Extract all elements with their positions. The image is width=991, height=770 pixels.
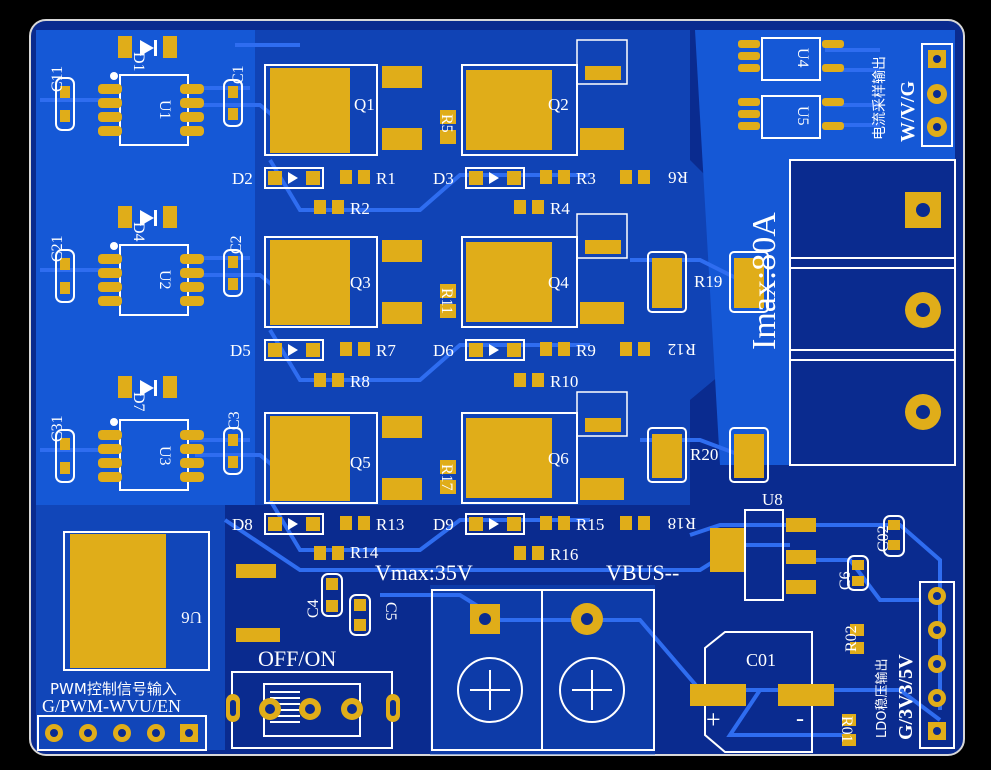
label-d4: D4 [130,222,147,242]
mosfet-row-2: Q3 R11 Q4 D5 R7 R8 D6 R9 R10 R12 R19 [230,213,769,391]
label-c1: C1 [230,65,247,84]
label-c21: C21 [49,235,66,262]
vmax-label: Vmax:35V [375,560,473,585]
vbus-label: VBUS-- [606,560,679,585]
label-q5: Q5 [350,453,371,472]
label-c02: C02 [875,525,892,552]
label-c6: C6 [837,571,854,590]
label-c3: C3 [226,411,243,430]
label-r10: R10 [550,372,578,391]
label-d9: D9 [433,515,454,534]
c01-plus: + [706,705,721,734]
driver-block-3: D7 U3 C31 C3 [49,376,243,491]
label-u1: U1 [156,100,173,120]
current-sense-pins: W/V/G [897,80,919,142]
off-on-label: OFF/ON [258,646,336,671]
label-q3: Q3 [350,273,371,292]
label-d5: D5 [230,341,251,360]
pwm-connector[interactable] [37,715,207,751]
label-q6: Q6 [548,449,569,468]
mosfet-row-1: Q1 R5 Q2 D2 R1 R2 D3 R3 R4 R6 [232,39,688,218]
c01-minus: - [796,706,804,732]
label-r02: R02 [843,625,860,652]
ldo-block: U8 C02 C6 R02 C01 + - R01 LDO稳压输出 G/3V3/… [690,490,955,753]
ldo-pins: G/3V3/5V [895,654,917,740]
power-input-terminal[interactable]: Vmax:35V VBUS-- [375,560,679,751]
label-r17: R17 [438,464,455,491]
label-d3: D3 [433,169,454,188]
ldo-title: LDO稳压输出 [874,659,890,739]
driver-block-2: D4 U2 C21 C2 [49,206,245,316]
phase-output-terminals: Imax:80A [746,159,956,466]
label-c31: C31 [49,415,66,442]
label-q1: Q1 [354,95,375,114]
label-r2: R2 [350,199,370,218]
label-u8: U8 [762,490,783,509]
mosfet-row-3: Q5 R17 Q6 D8 R13 R14 D9 R15 R16 R18 R20 [232,391,769,564]
label-u2: U2 [156,270,173,290]
label-r3: R3 [576,169,596,188]
label-r19: R19 [694,272,722,291]
label-r5: R5 [438,114,455,133]
label-c5: C5 [382,602,399,621]
label-r13: R13 [376,515,404,534]
label-u4: U4 [794,48,811,68]
label-r6: R6 [668,168,688,187]
label-d1: D1 [130,52,147,72]
label-r11: R11 [438,288,455,314]
imax-label: Imax:80A [746,212,783,350]
label-d2: D2 [232,169,253,188]
label-r15: R15 [576,515,604,534]
pwm-title: PWM控制信号输入 [50,680,177,698]
label-r7: R7 [376,341,396,360]
label-d6: D6 [433,341,454,360]
label-r1: R1 [376,169,396,188]
label-q4: Q4 [548,273,569,292]
label-u3: U3 [156,446,173,466]
label-r14: R14 [350,543,379,562]
label-r16: R16 [550,545,578,564]
label-d7: D7 [130,392,147,412]
power-switch[interactable]: OFF/ON [226,646,400,749]
ldo-connector[interactable] [919,581,955,749]
u6-block: U6 C4 C5 [63,531,399,671]
label-r4: R4 [550,199,570,218]
pwm-pins: G/PWM-WVU/EN [42,696,181,716]
driver-block-1: D1 U1 C11 C1 [49,36,247,146]
current-sense-connector[interactable] [921,43,953,147]
label-r01: R01 [838,716,855,743]
label-c4: C4 [305,599,322,618]
current-sense-block: U4 U5 电流采样输出 W/V/G [738,37,953,147]
current-sense-title: 电流采样输出 [872,56,888,140]
label-d8: D8 [232,515,253,534]
label-r9: R9 [576,341,596,360]
label-c01: C01 [746,650,776,670]
label-r18: R18 [668,514,696,533]
label-r12: R12 [668,340,696,359]
label-r20: R20 [690,445,718,464]
label-u5: U5 [794,106,811,126]
pwm-input-block: PWM控制信号输入 G/PWM-WVU/EN [37,680,207,751]
label-r8: R8 [350,372,370,391]
label-c2: C2 [228,235,245,254]
label-u6: U6 [181,608,202,627]
label-c11: C11 [49,66,66,92]
label-q2: Q2 [548,95,569,114]
